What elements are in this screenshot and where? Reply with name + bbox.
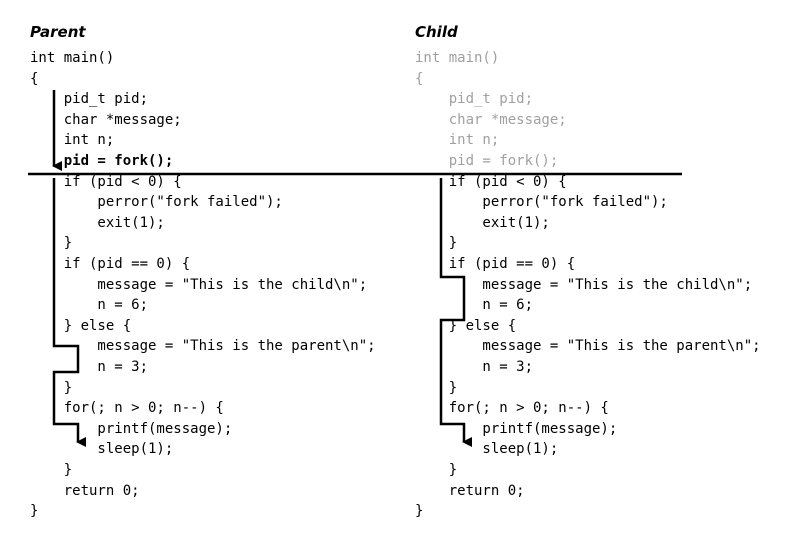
parent-code-line-12: message = "This is the child\n";: [30, 276, 368, 293]
child-code-line-1: int main(): [415, 50, 500, 66]
child-code-line-16: n = 3;: [415, 359, 534, 375]
parent-code-line-3: pid_t pid;: [30, 91, 149, 108]
child-code-line-8: perror("fork failed");: [415, 194, 668, 211]
child-code-line-7: if (pid < 0) {: [415, 173, 567, 190]
parent-code-line-14: } else {: [30, 317, 132, 334]
parent-code-line-7: if (pid < 0) {: [30, 173, 182, 190]
child-code-line-14: } else {: [415, 317, 517, 334]
parent-code-line-4: char *message;: [30, 111, 182, 128]
child-code-line-15: message = "This is the parent\n";: [415, 338, 761, 355]
child-code-line-9: exit(1);: [415, 214, 550, 231]
parent-code-line-8: perror("fork failed");: [30, 194, 283, 211]
parent-code-line-5: int n;: [30, 132, 115, 149]
parent-heading: Parent: [30, 23, 86, 41]
child-code-line-13: n = 6;: [415, 297, 534, 314]
parent-code-line-23: }: [30, 503, 39, 520]
parent-code-line-13: n = 6;: [30, 297, 149, 314]
parent-code-line-15: message = "This is the parent\n";: [30, 338, 376, 355]
parent-code-line-10: }: [30, 235, 73, 252]
child-code-line-11: if (pid == 0) {: [415, 256, 576, 272]
child-code-line-20: sleep(1);: [415, 441, 559, 458]
parent-code-line-21: }: [30, 462, 73, 478]
child-code-line-2: {: [415, 70, 424, 87]
parent-flow-arrow-after-fork: [52, 178, 86, 447]
child-code-line-22: return 0;: [415, 482, 525, 499]
child-code-line-23: }: [415, 503, 424, 520]
parent-code-line-11: if (pid == 0) {: [30, 256, 191, 272]
child-code-line-21: }: [415, 462, 458, 478]
parent-code-line-6: pid = fork();: [30, 153, 174, 169]
parent-code-line-1: int main(): [30, 50, 115, 66]
child-code-line-5: int n;: [415, 132, 500, 149]
child-code-line-6: pid = fork();: [415, 153, 559, 169]
child-code-line-17: }: [415, 379, 458, 396]
child-code-line-3: pid_t pid;: [415, 91, 534, 108]
child-code-line-10: }: [415, 235, 458, 252]
child-code-line-4: char *message;: [415, 111, 567, 128]
parent-code-line-18: for(; n > 0; n--) {: [30, 400, 224, 417]
parent-code-line-2: {: [30, 70, 39, 87]
parent-code-line-16: n = 3;: [30, 359, 149, 375]
parent-code-line-22: return 0;: [30, 482, 140, 499]
parent-code-line-9: exit(1);: [30, 214, 165, 231]
parent-code-line-19: printf(message);: [30, 420, 233, 437]
child-flow-arrow-after-fork: [439, 178, 472, 447]
parent-code-line-20: sleep(1);: [30, 441, 174, 458]
child-code-line-12: message = "This is the child\n";: [415, 276, 753, 293]
child-code-line-19: printf(message);: [415, 420, 618, 437]
child-heading: Child: [415, 23, 458, 41]
parent-code-line-17: }: [30, 379, 73, 396]
child-code-line-18: for(; n > 0; n--) {: [415, 400, 609, 417]
